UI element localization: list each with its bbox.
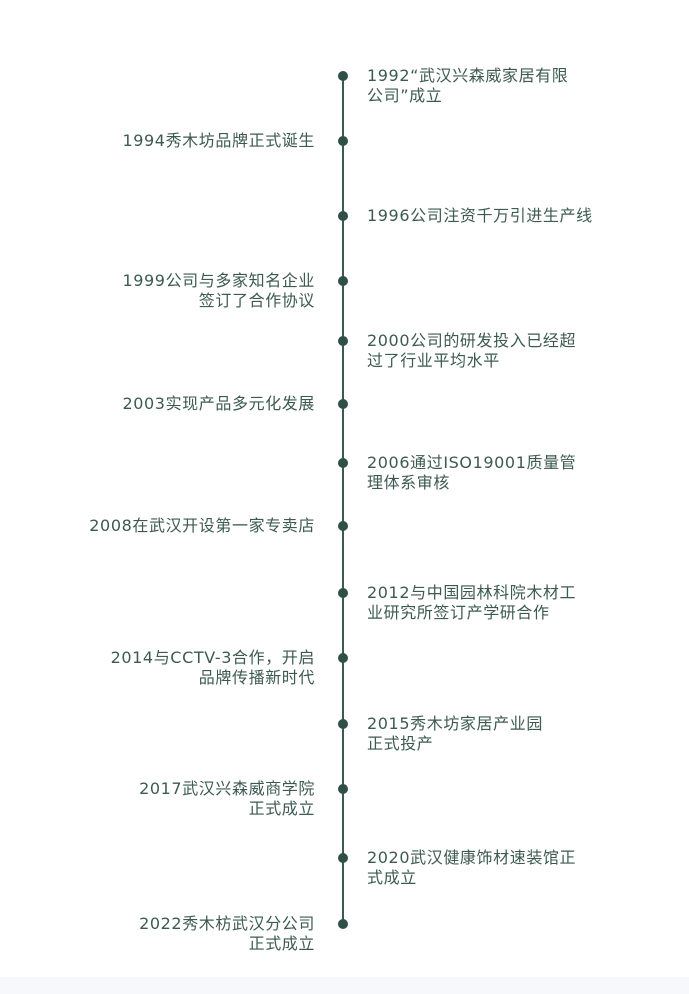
timeline-event-text: 2020武汉健康饰材速装馆正 [367, 848, 577, 867]
timeline-event-text: 2022秀木枋武汉分公司 [139, 914, 315, 933]
timeline-event: 2015秀木坊家居产业园正式投产 [367, 714, 543, 754]
timeline-dot [338, 276, 348, 286]
timeline-event: 2000公司的研发投入已经超过了行业平均水平 [367, 331, 576, 371]
timeline-event-text: 公司”成立 [367, 86, 443, 105]
timeline-dot [338, 458, 348, 468]
timeline-event: 1994秀木坊品牌正式诞生 [122, 131, 315, 151]
timeline-event-text: 2015秀木坊家居产业园 [367, 714, 543, 733]
timeline-event-text: 2012与中国园林科院木材工 [367, 583, 577, 602]
timeline-dot [338, 784, 348, 794]
timeline-event-text: 1992“武汉兴森威家居有限 [367, 66, 569, 85]
timeline-event: 1996公司注资千万引进生产线 [367, 206, 593, 226]
timeline-event-text: 2000公司的研发投入已经超 [367, 331, 577, 350]
timeline-event-text: 式成立 [367, 868, 417, 887]
timeline-event: 2014与CCTV-3合作，开启品牌传播新时代 [111, 648, 315, 688]
timeline-event-text: 正式投产 [367, 734, 434, 753]
timeline-event: 1999公司与多家知名企业签订了合作协议 [122, 271, 315, 311]
timeline-event: 2020武汉健康饰材速装馆正式成立 [367, 848, 576, 888]
timeline-event-text: 业研究所签订产学研合作 [367, 603, 550, 622]
timeline-dot [338, 521, 348, 531]
timeline-event-text: 理体系审核 [367, 473, 451, 492]
timeline-event: 2012与中国园林科院木材工业研究所签订产学研合作 [367, 583, 576, 623]
timeline-axis-line [342, 76, 344, 924]
timeline-dot [338, 136, 348, 146]
timeline-event: 2003实现产品多元化发展 [122, 394, 315, 414]
page-footer-band [0, 977, 689, 994]
timeline-event-text: 1999公司与多家知名企业 [122, 271, 315, 290]
timeline-event-text: 2014与CCTV-3合作，开启 [110, 648, 315, 667]
timeline-dot [338, 853, 348, 863]
timeline-dot [338, 399, 348, 409]
timeline-dot [338, 719, 348, 729]
timeline-dot [338, 71, 348, 81]
timeline-event: 2008在武汉开设第一家专卖店 [89, 516, 315, 536]
timeline-event-text: 签订了合作协议 [198, 291, 315, 310]
timeline-dot [338, 653, 348, 663]
timeline-event: 2006通过ISO19001质量管理体系审核 [367, 453, 576, 493]
timeline-event-text: 2008在武汉开设第一家专卖店 [89, 516, 315, 535]
timeline-dot [338, 588, 348, 598]
timeline-event-text: 2017武汉兴森威商学院 [139, 779, 315, 798]
timeline-event-text: 2003实现产品多元化发展 [122, 394, 315, 413]
timeline-event: 2017武汉兴森威商学院正式成立 [139, 779, 315, 819]
timeline-event: 2022秀木枋武汉分公司正式成立 [139, 914, 315, 954]
timeline-event-text: 过了行业平均水平 [367, 351, 500, 370]
timeline-event-text: 正式成立 [248, 799, 315, 818]
timeline-dot [338, 336, 348, 346]
timeline-event-text: 品牌传播新时代 [198, 668, 315, 687]
timeline-event: 1992“武汉兴森威家居有限公司”成立 [367, 66, 568, 106]
timeline-event-text: 2006通过ISO19001质量管 [367, 453, 577, 472]
timeline-event-text: 正式成立 [248, 934, 315, 953]
timeline-dot [338, 211, 348, 221]
timeline-event-text: 1994秀木坊品牌正式诞生 [122, 131, 315, 150]
timeline-event-text: 1996公司注资千万引进生产线 [367, 206, 593, 225]
timeline-dot [338, 919, 348, 929]
